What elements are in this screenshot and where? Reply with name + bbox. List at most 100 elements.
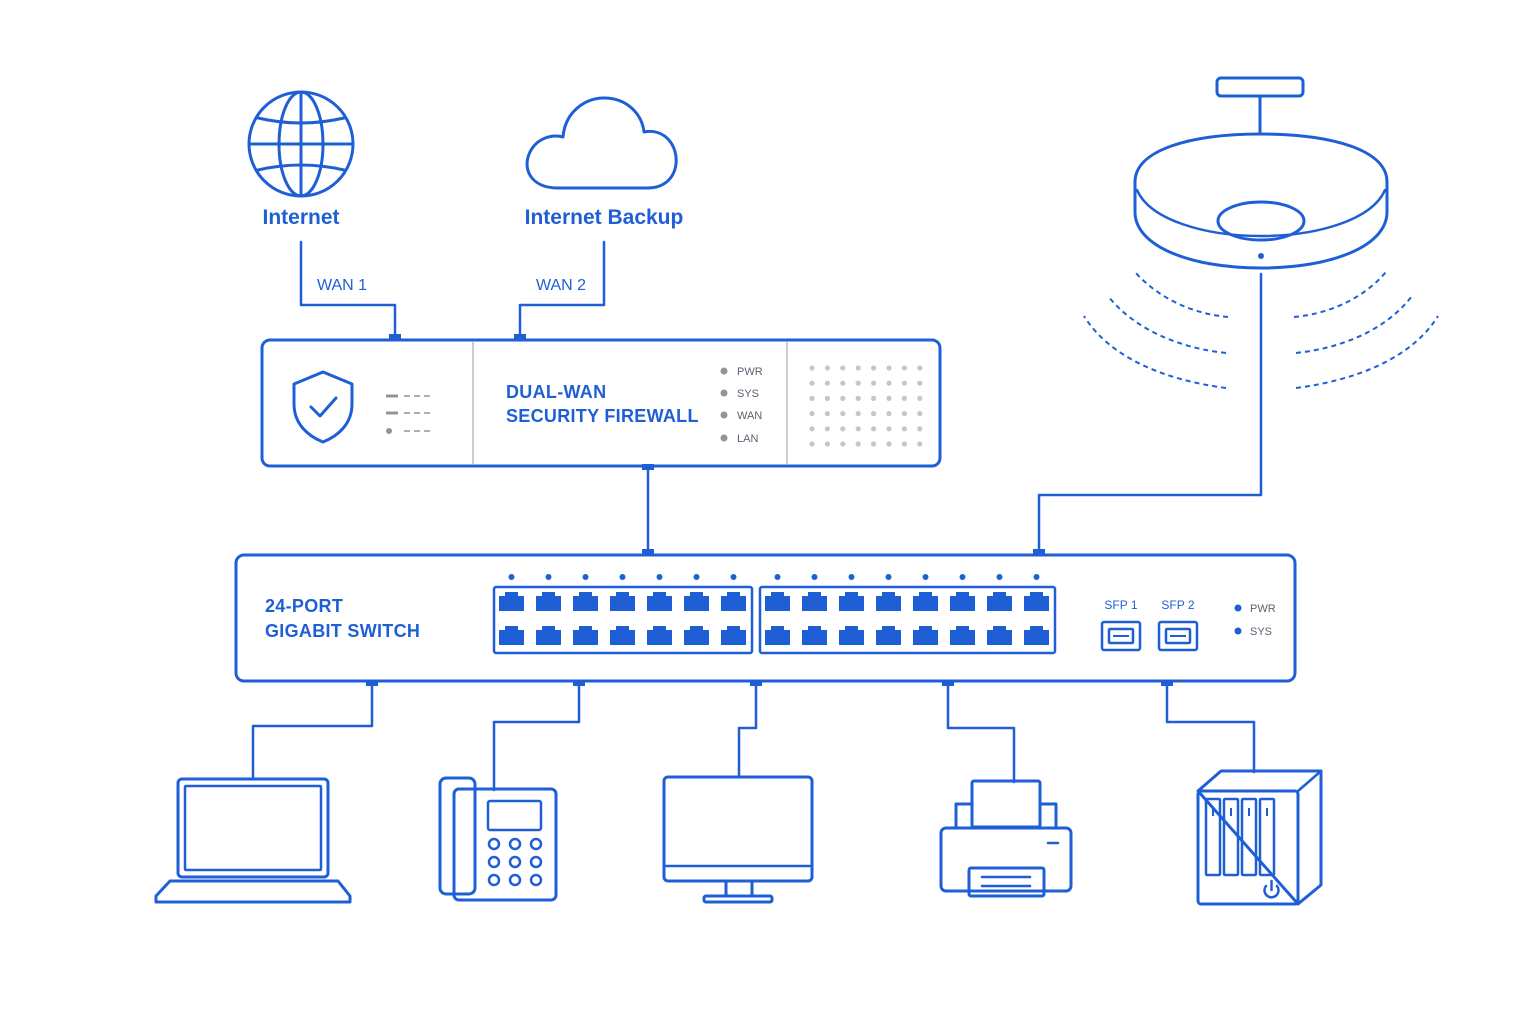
vent-hole — [824, 395, 831, 401]
firewall-led-pwr: PWR — [737, 366, 763, 378]
port-activity-led — [693, 574, 700, 580]
vent-hole — [871, 441, 877, 447]
printer-icon — [939, 779, 1073, 898]
ethernet-port — [839, 592, 864, 611]
port-activity-led — [959, 574, 966, 580]
ethernet-port — [876, 592, 901, 611]
firewall-led-sys: SYS — [737, 388, 759, 400]
ethernet-port — [950, 626, 975, 645]
power-icon — [1263, 879, 1280, 899]
phone-keypad — [487, 837, 543, 887]
vent-hole — [809, 365, 815, 371]
vent-hole — [901, 411, 908, 417]
vent-hole — [917, 426, 923, 432]
wan2-link — [514, 240, 606, 340]
vent-hole — [824, 365, 831, 371]
ethernet-port — [987, 592, 1012, 611]
port-activity-led — [545, 574, 552, 580]
ethernet-port — [536, 592, 561, 611]
vent-hole — [886, 411, 892, 417]
ethernet-port — [913, 626, 938, 645]
port-activity-led — [656, 574, 663, 580]
vent-hole — [840, 441, 846, 447]
firewall-title-line2: SECURITY FIREWALL — [506, 406, 699, 426]
switch-led-pwr: PWR — [1250, 603, 1276, 615]
sfp-port-1: SFP 1 — [1100, 598, 1142, 652]
vent-hole — [886, 380, 892, 386]
shield-check-icon — [292, 370, 354, 444]
ethernet-port — [684, 592, 709, 611]
ethernet-port — [1024, 626, 1049, 645]
vent-hole — [886, 365, 892, 371]
ethernet-port — [876, 626, 901, 645]
switch-leds: PWR SYS — [1234, 603, 1276, 638]
firewall-title-line1: DUAL-WAN — [506, 382, 606, 402]
ethernet-port — [573, 626, 598, 645]
vent-hole — [809, 380, 815, 386]
port-activity-led — [619, 574, 626, 580]
switch-device — [234, 553, 1297, 683]
vent-hole — [917, 380, 923, 386]
vent-hole — [840, 380, 846, 386]
ethernet-port — [913, 592, 938, 611]
ethernet-port — [721, 626, 746, 645]
ethernet-ports — [499, 574, 1049, 645]
port-activity-led — [774, 574, 781, 580]
vent-hole — [824, 380, 831, 386]
switch-title-line2: GIGABIT SWITCH — [265, 621, 420, 641]
wifi-signal-waves — [1083, 271, 1439, 389]
vent-hole — [809, 395, 815, 401]
vent-hole — [855, 395, 861, 401]
vent-hole — [886, 395, 892, 401]
switch-title-line1: 24-PORT — [265, 596, 343, 616]
cloud-icon — [525, 96, 678, 190]
ethernet-port — [536, 626, 561, 645]
ethernet-port — [721, 592, 746, 611]
firewall-leds: PWR SYS WAN LAN — [720, 366, 763, 445]
ethernet-port — [647, 592, 672, 611]
ethernet-port — [684, 626, 709, 645]
access-point-link — [1033, 272, 1263, 555]
wan1-label: WAN 1 — [317, 277, 367, 294]
vent-hole — [871, 380, 877, 386]
globe-icon — [247, 90, 355, 198]
vent-hole — [901, 426, 908, 432]
vent-hole — [840, 426, 846, 432]
vent-hole — [917, 365, 923, 371]
vent-hole — [809, 426, 815, 432]
vent-hole — [901, 441, 908, 447]
ethernet-port — [647, 626, 672, 645]
vent-hole — [886, 441, 892, 447]
vent-hole — [809, 441, 815, 447]
internet-backup-label: Internet Backup — [525, 206, 684, 229]
switch-endpoint-links — [251, 680, 1256, 792]
ethernet-port — [610, 626, 635, 645]
vent-hole — [871, 365, 877, 371]
wireless-access-point-icon — [1133, 76, 1389, 270]
vent-hole — [901, 365, 908, 371]
ethernet-port — [499, 592, 524, 611]
vent-hole — [809, 411, 815, 417]
port-activity-led — [885, 574, 892, 580]
port-activity-led — [996, 574, 1003, 580]
vent-hole — [824, 411, 831, 417]
nas-storage-icon — [1196, 769, 1323, 906]
vent-hole — [886, 426, 892, 432]
firewall-vent-grille — [809, 365, 923, 447]
ethernet-port — [765, 626, 790, 645]
vent-hole — [840, 365, 846, 371]
vent-hole — [840, 395, 846, 401]
vent-hole — [824, 441, 831, 447]
port-activity-led — [848, 574, 855, 580]
ip-phone-icon — [438, 776, 558, 902]
ethernet-port — [610, 592, 635, 611]
wan1-link — [299, 240, 401, 340]
vent-hole — [917, 441, 923, 447]
internet-label: Internet — [262, 206, 339, 229]
ethernet-port — [499, 626, 524, 645]
port-block-right — [758, 585, 1057, 655]
firewall-switch-link — [642, 464, 654, 555]
laptop-icon — [154, 777, 352, 904]
ethernet-port — [765, 592, 790, 611]
port-activity-led — [1033, 574, 1040, 580]
